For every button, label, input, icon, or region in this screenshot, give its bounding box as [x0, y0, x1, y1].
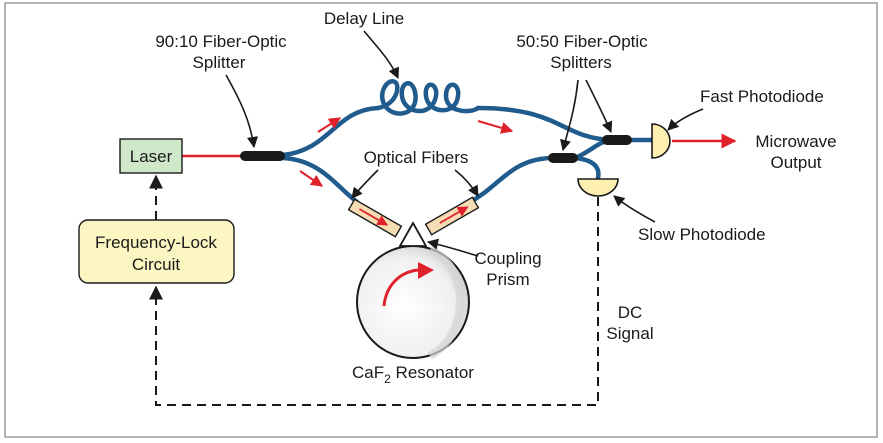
slow-photodiode-pointer [613, 195, 656, 223]
microwave-output-label-line1: Microwave [755, 132, 836, 151]
coupling-prism-label-line2: Prism [486, 270, 529, 289]
slow-photodiode [577, 178, 619, 197]
delay-line-coil [375, 79, 481, 116]
splitter-9010-label-line2: Splitter [193, 53, 246, 72]
propagation-arrow [477, 120, 514, 134]
dc-signal-feedback-line [155, 197, 599, 406]
delay-line-pointer [363, 30, 400, 80]
delay-line-label: Delay Line [324, 9, 404, 28]
fiber-tube-right [424, 196, 480, 236]
optical-fibers-pointer-left [351, 169, 379, 199]
coupling-prism-pointer [426, 238, 479, 257]
propagation-arrow [317, 117, 342, 133]
splitter-5050-pointer-upper [585, 79, 613, 134]
fast-photodiode-label: Fast Photodiode [700, 87, 824, 106]
optical-fibers-pointer-right [454, 169, 479, 197]
fiber-lower-left [280, 155, 360, 205]
frequency-lock-label-line1: Frequency-Lock [95, 233, 217, 252]
coupling-prism-label-line1: Coupling [474, 249, 541, 268]
fiber-lower-right [467, 155, 553, 205]
propagation-arrow [299, 170, 323, 187]
splitter-5050-label-line2: Splitters [550, 53, 611, 72]
frequency-lock-label-line2: Circuit [132, 255, 180, 274]
fiber-to-slow-photodiode [572, 155, 601, 181]
resonator-label: CaF2 Resonator [352, 363, 474, 386]
resonator-highlight [427, 246, 464, 360]
coupling-prism [398, 221, 428, 247]
microwave-output-label-line2: Output [770, 153, 821, 172]
fast-photodiode-pointer [667, 108, 704, 131]
dc-signal-label-line2: Signal [606, 324, 653, 343]
splitter-50-50-upper [602, 135, 632, 145]
laser-label: Laser [130, 147, 173, 166]
fiber-upper-right [475, 105, 613, 143]
splitter-50-50-lower [548, 153, 578, 163]
fiber-tube-left [347, 198, 403, 238]
optical-fibers-label: Optical Fibers [364, 148, 469, 167]
splitter-9010-label-line1: 90:10 Fiber-Optic [155, 32, 287, 51]
circulation-arrowhead [418, 262, 434, 279]
fiber-upper-left [280, 105, 381, 158]
dc-signal-label-line1: DC [618, 303, 643, 322]
laser-box [119, 138, 183, 174]
fast-photodiode [651, 123, 671, 159]
splitter-90-10 [240, 151, 285, 161]
circulation-arrow [382, 268, 419, 307]
splitter-9010-pointer [225, 74, 259, 149]
slow-photodiode-label: Slow Photodiode [638, 225, 766, 244]
splitter-5050-label-line1: 50:50 Fiber-Optic [516, 32, 648, 51]
splitter-5050-pointer-lower [560, 79, 579, 152]
